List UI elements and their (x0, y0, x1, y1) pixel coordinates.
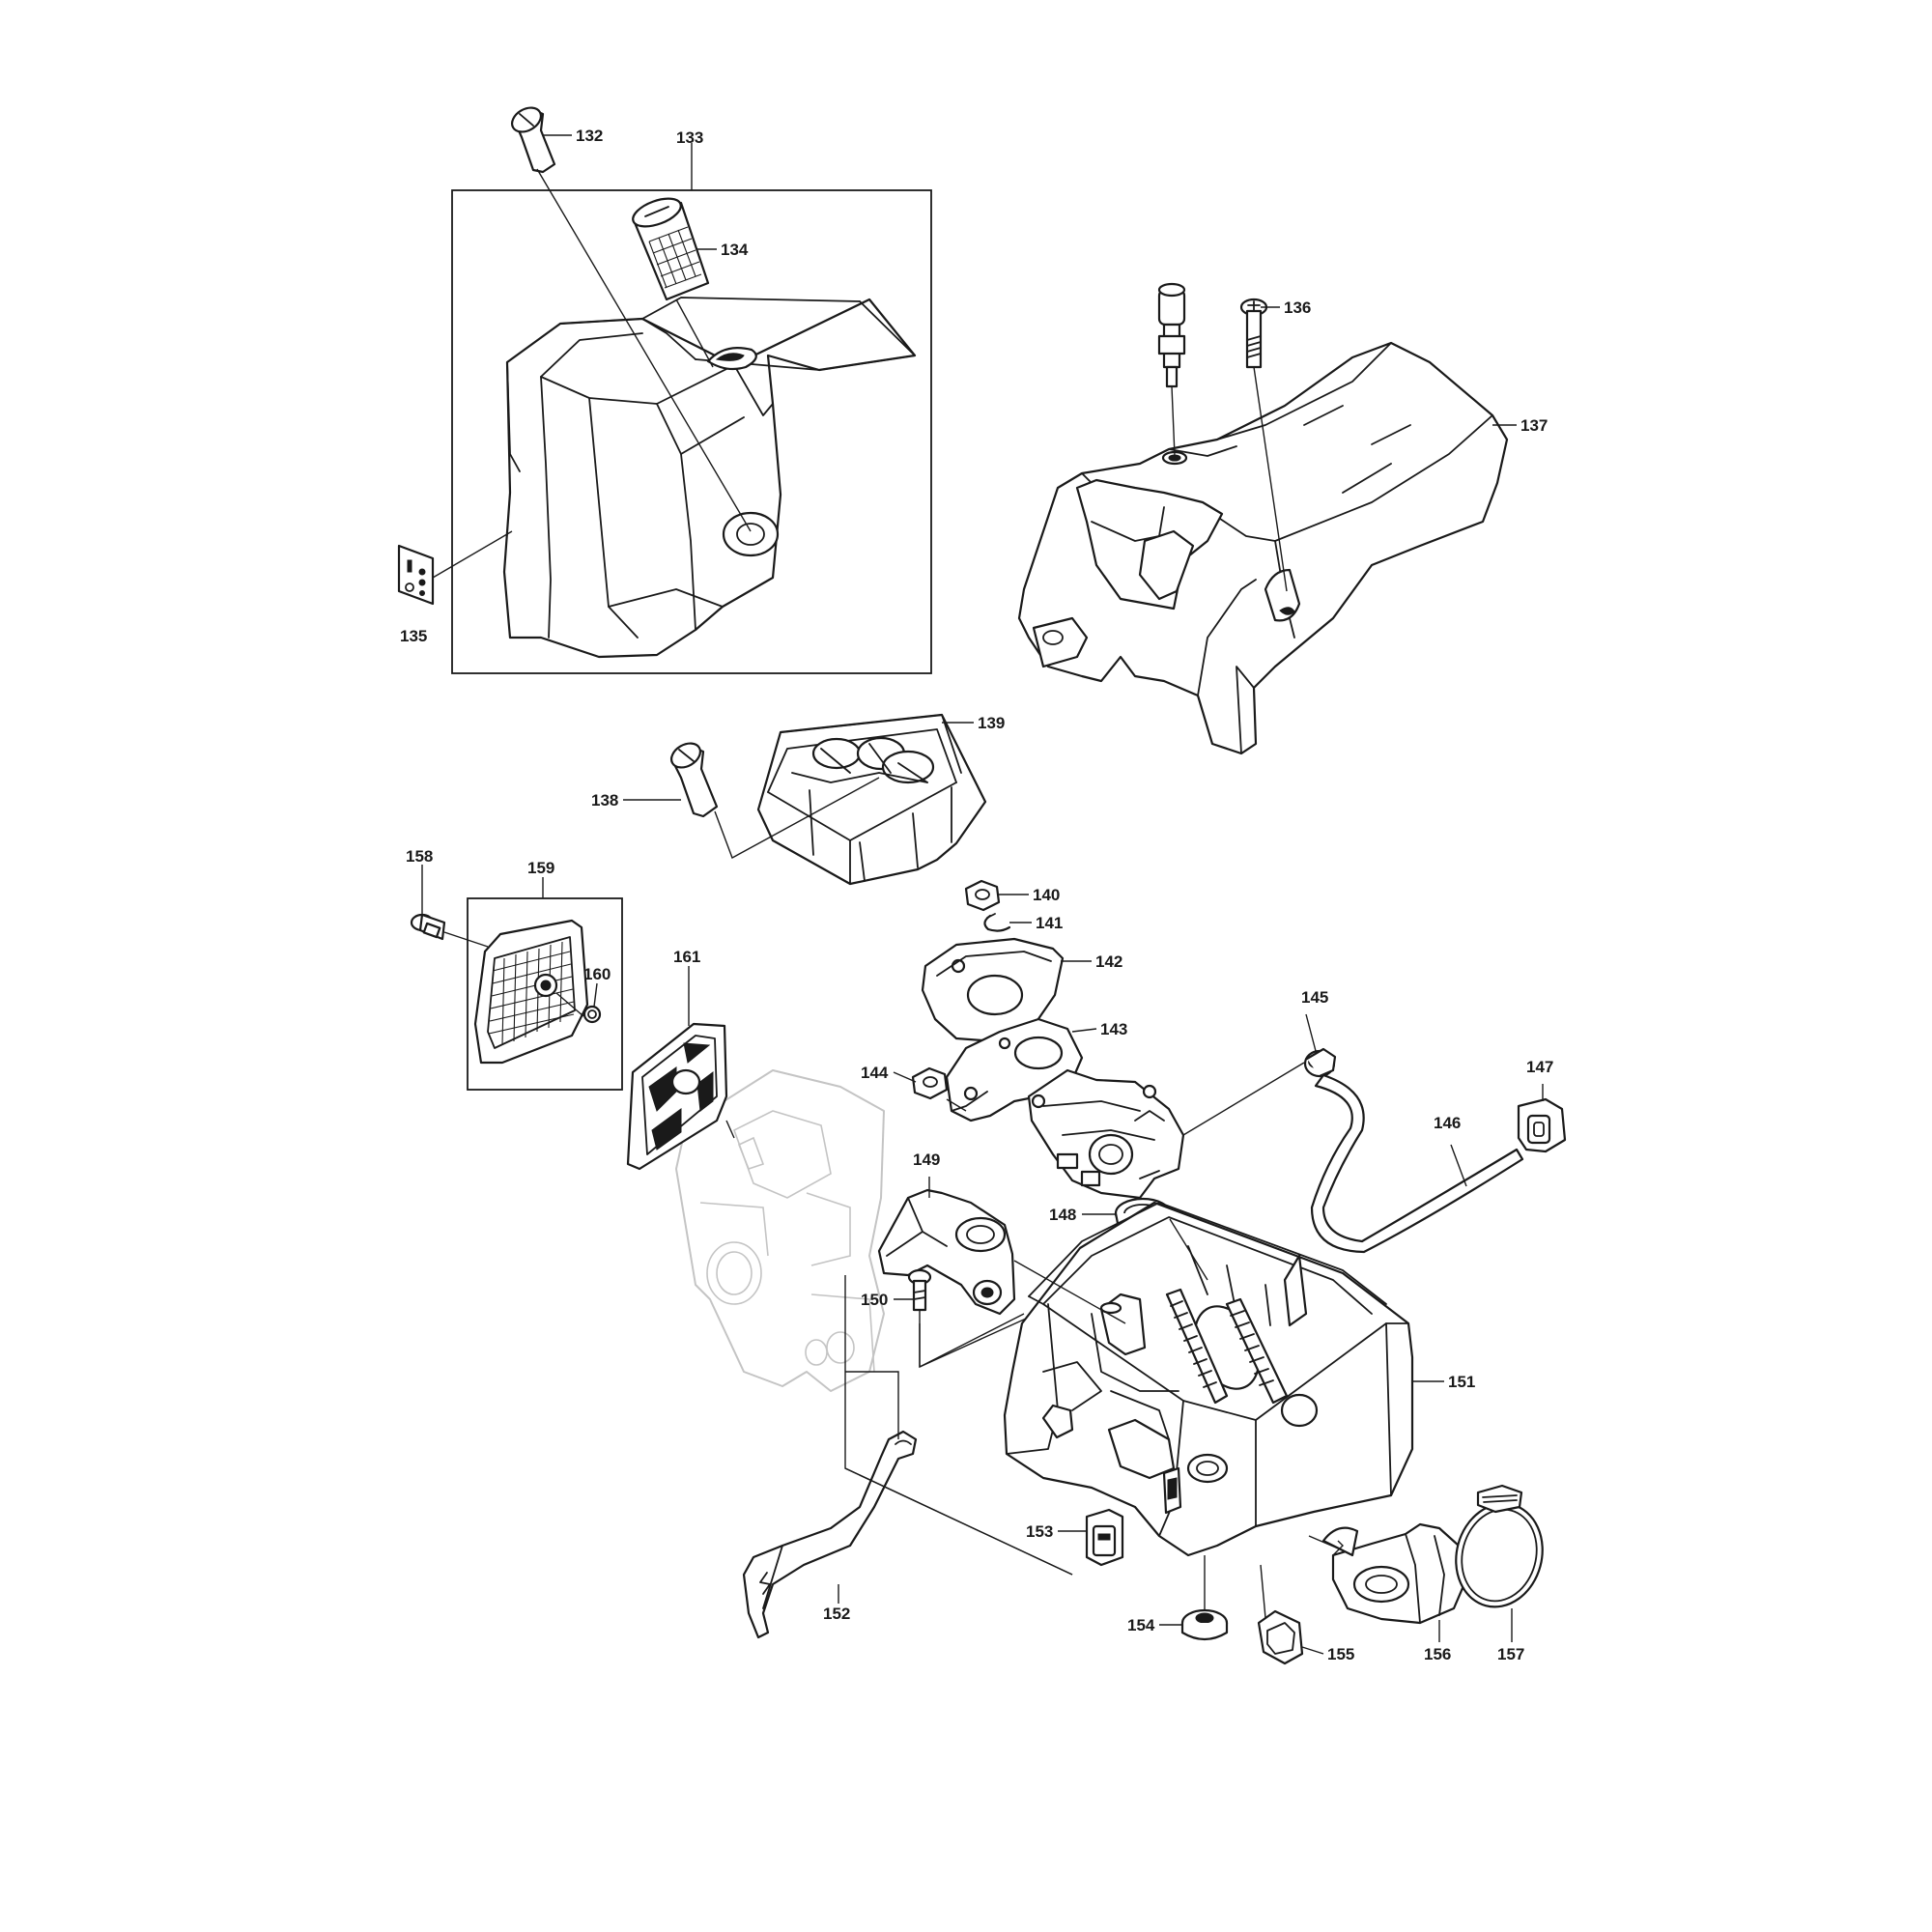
callout-136: 136 (1284, 298, 1311, 317)
part-142-gasket (921, 937, 1065, 1043)
callout-147: 147 (1526, 1058, 1553, 1076)
callout-141: 141 (1036, 914, 1063, 932)
part-159-grille (473, 919, 589, 1065)
callout-150: 150 (861, 1291, 888, 1309)
carburetor (1027, 1068, 1185, 1200)
part-149-manifold (877, 1188, 1016, 1316)
part-155-damper (1257, 1609, 1304, 1665)
callout-133: 133 (676, 128, 703, 147)
part-136-screw (1239, 298, 1268, 369)
part-147-grommet (1517, 1097, 1567, 1153)
air-filter-cover (502, 297, 917, 659)
part-151-air-box (1003, 1201, 1414, 1557)
callout-143: 143 (1100, 1020, 1127, 1038)
crankcase-ghost (675, 1069, 885, 1392)
callout-139: 139 (978, 714, 1005, 732)
part-141-clip (983, 913, 1011, 932)
part-138-screw (669, 742, 719, 818)
part-153-damper (1085, 1508, 1124, 1567)
part-145-grommet (1303, 1047, 1337, 1078)
callout-140: 140 (1033, 886, 1060, 904)
callout-157: 157 (1497, 1645, 1524, 1663)
callout-labels: 132 133 134 135 136 137 138 139 140 141 … (400, 127, 1553, 1663)
callout-161: 161 (673, 948, 700, 966)
callout-152: 152 (823, 1605, 850, 1623)
assembly-box-159 (467, 897, 623, 1091)
callout-149: 149 (913, 1151, 940, 1169)
part-152-lever (742, 1430, 918, 1639)
callout-134: 134 (721, 241, 749, 259)
part-158-screw (410, 913, 446, 941)
callout-160: 160 (583, 965, 611, 983)
part-139-filter-element (756, 713, 987, 886)
callout-146: 146 (1434, 1114, 1461, 1132)
part-144-nut (911, 1066, 949, 1100)
part-156-intake-boot (1321, 1522, 1470, 1625)
part-132-screw (510, 106, 556, 174)
callout-144: 144 (861, 1064, 889, 1082)
cover-bolt-knob (1157, 282, 1186, 388)
callout-148: 148 (1049, 1206, 1076, 1224)
callout-158: 158 (406, 847, 433, 866)
part-140-nut (964, 879, 1001, 912)
callout-151: 151 (1448, 1373, 1475, 1391)
callout-145: 145 (1301, 988, 1328, 1007)
part-146-hose (1310, 1073, 1524, 1254)
callout-132: 132 (576, 127, 603, 145)
callout-156: 156 (1424, 1645, 1451, 1663)
part-160-nut (582, 1005, 602, 1024)
callout-137: 137 (1520, 416, 1548, 435)
part-154-grommet (1180, 1608, 1229, 1641)
callout-138: 138 (591, 791, 618, 810)
part-161-gasket (626, 1022, 728, 1171)
part-135-label (397, 544, 435, 606)
callout-153: 153 (1026, 1522, 1053, 1541)
part-137-top-cover (1017, 341, 1509, 755)
callout-155: 155 (1327, 1645, 1354, 1663)
callout-142: 142 (1095, 952, 1122, 971)
callout-159: 159 (527, 859, 554, 877)
part-134-filter (632, 197, 710, 301)
callout-154: 154 (1127, 1616, 1155, 1634)
leader-lines (421, 134, 1544, 1655)
callout-135: 135 (400, 627, 427, 645)
part-157-clamp (1455, 1484, 1544, 1608)
part-150-screw (907, 1268, 932, 1312)
